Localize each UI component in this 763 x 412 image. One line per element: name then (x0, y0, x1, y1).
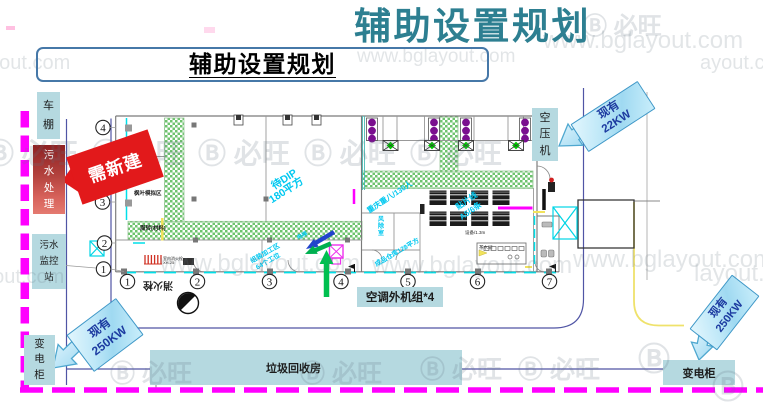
svg-text:设备/1.3m: 设备/1.3m (465, 229, 486, 236)
svg-text:风: 风 (378, 215, 384, 223)
svg-text:枫叶模拟区: 枫叶模拟区 (134, 189, 162, 197)
svg-text:消火栓: 消火栓 (143, 279, 173, 292)
svg-text:成品仓库128平方: 成品仓库128平方 (373, 235, 421, 268)
svg-text:XH-25: XH-25 (163, 260, 175, 265)
svg-text:2: 2 (102, 238, 108, 250)
svg-text:室内消火栓: 室内消火栓 (163, 255, 183, 261)
svg-text:3: 3 (100, 197, 106, 209)
svg-text:4: 4 (338, 277, 344, 289)
svg-text:1: 1 (125, 277, 131, 289)
svg-text:茶水间: 茶水间 (479, 244, 493, 251)
svg-text:5: 5 (405, 277, 411, 289)
svg-text:除: 除 (378, 222, 385, 230)
svg-text:室: 室 (378, 229, 384, 237)
svg-text:3: 3 (267, 277, 273, 289)
svg-text:7: 7 (547, 277, 553, 289)
svg-text:周转(材料): 周转(材料) (140, 224, 166, 232)
svg-text:1: 1 (101, 264, 107, 276)
svg-text:6: 6 (475, 277, 481, 289)
svg-text:2: 2 (195, 277, 201, 289)
svg-text:4: 4 (100, 123, 106, 135)
